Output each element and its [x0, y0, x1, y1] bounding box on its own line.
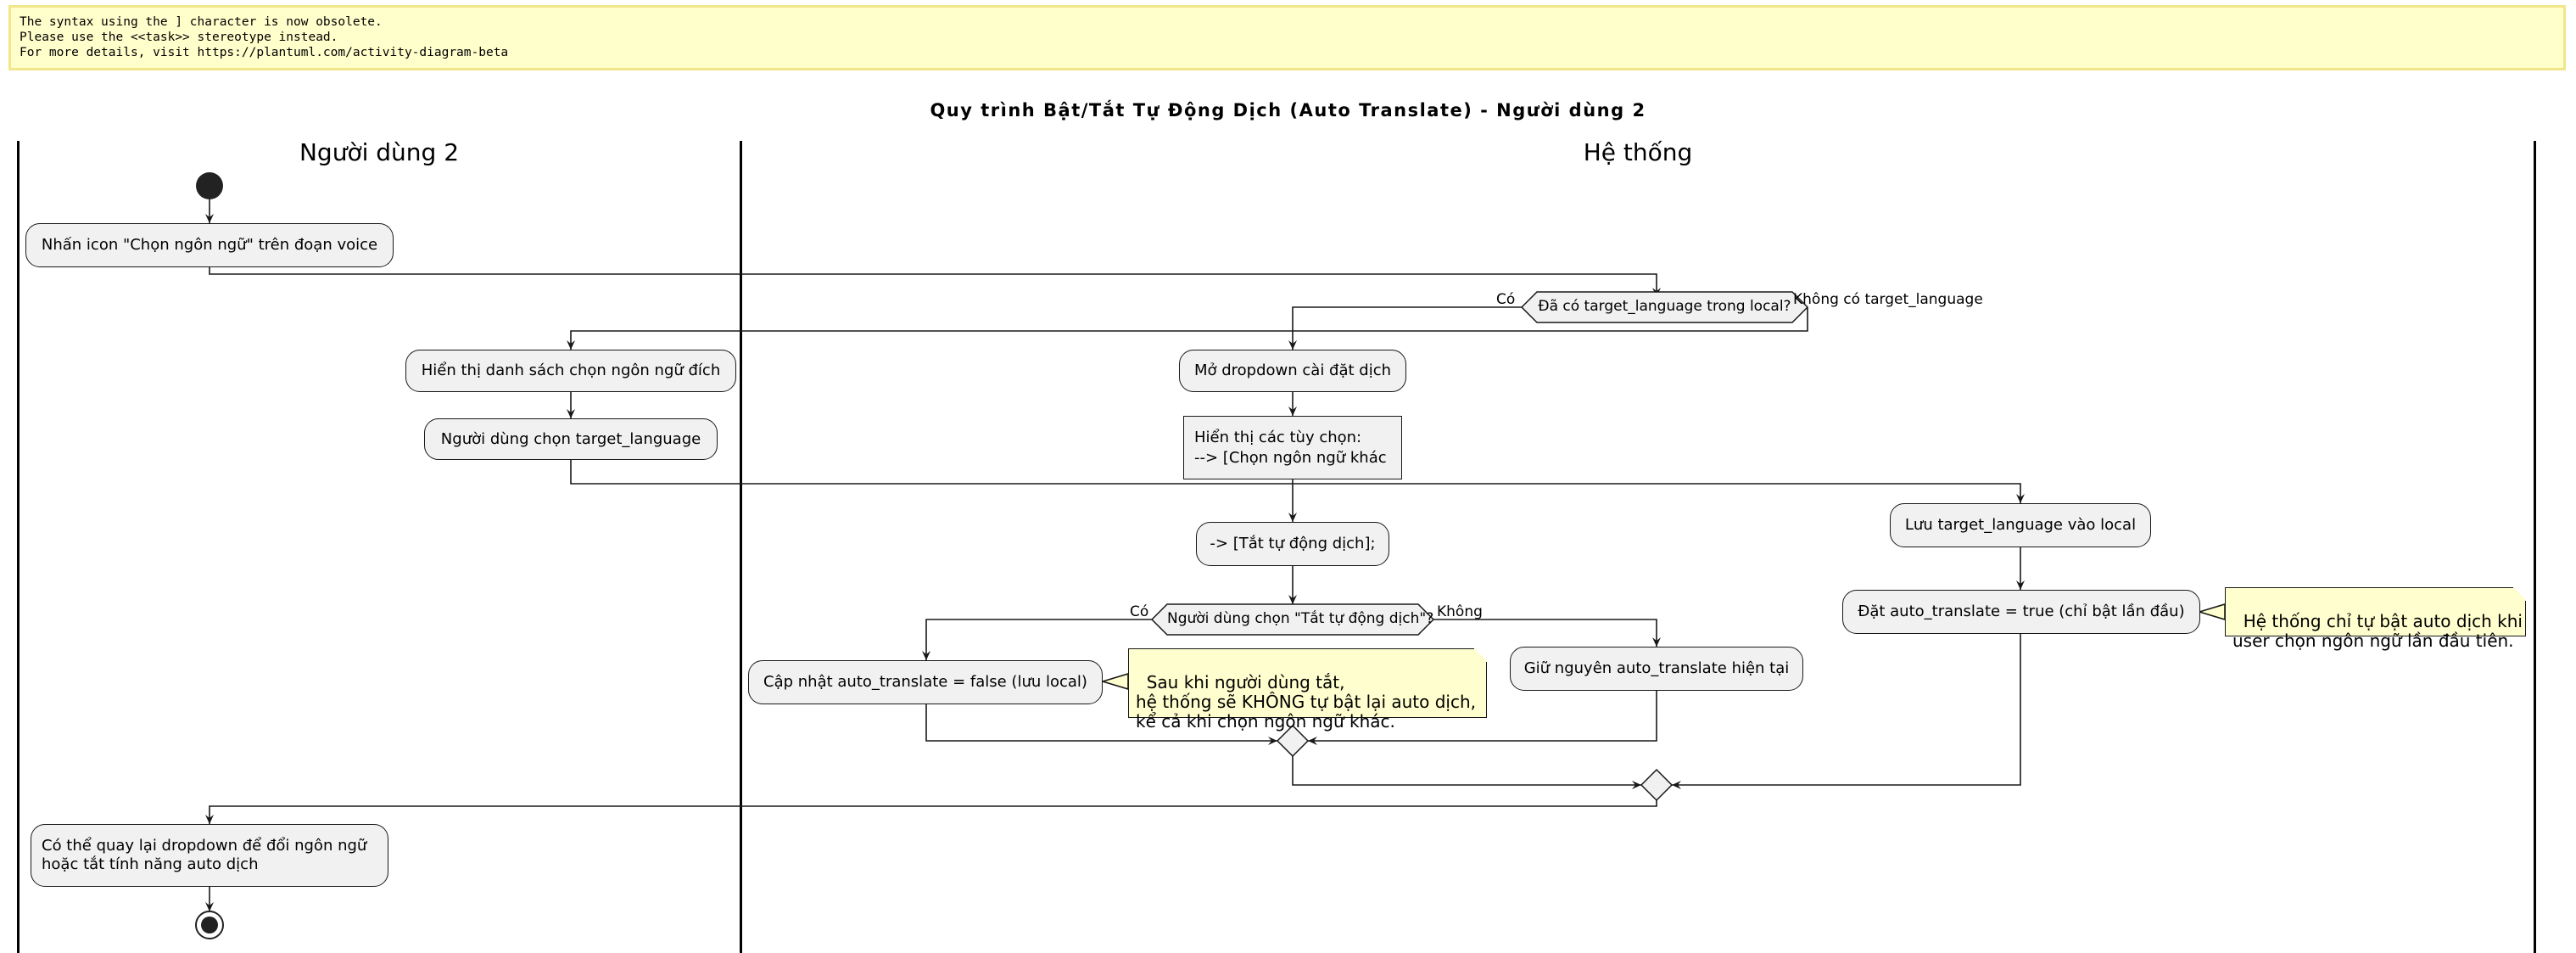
- warning-line: The syntax using the ] character is now …: [20, 15, 383, 29]
- warning-line: Please use the <<task>> stereotype inste…: [20, 31, 338, 44]
- note-connector: [2197, 603, 2226, 621]
- lane-title-user: Người dùng 2: [299, 138, 460, 166]
- activity-tap-icon: Nhấn icon "Chọn ngôn ngữ" trên đoạn voic…: [25, 223, 394, 267]
- branch-label-yes: Có: [1496, 291, 1516, 308]
- merge-diamond: [1276, 724, 1310, 758]
- decision-has-target: [1520, 291, 1809, 323]
- activity-keep: Giữ nguyên auto_translate hiện tại: [1510, 647, 1803, 691]
- branch-label-no: Không: [1437, 603, 1483, 620]
- branch-label-yes: Có: [1130, 603, 1149, 620]
- diagram-title: Quy trình Bật/Tắt Tự Động Dịch (Auto Tra…: [930, 100, 1646, 121]
- branch-label-no: Không có target_language: [1793, 291, 1983, 308]
- note-fold: [1473, 647, 1488, 662]
- note-fold: [2512, 586, 2527, 601]
- edge-decision2-yes: [922, 619, 1152, 660]
- activity-open-dropdown: Mở dropdown cài đặt dịch: [1179, 350, 1406, 392]
- activity-update-false: Cập nhật auto_translate = false (lưu loc…: [748, 660, 1103, 704]
- note-text: Sau khi người dùng tắt, hệ thống sẽ KHÔN…: [1136, 672, 1477, 732]
- activity-show-list: Hiển thị danh sách chọn ngôn ngữ đích: [405, 350, 736, 392]
- edge-decision1-no: [567, 307, 1808, 350]
- merge-diamond: [1640, 768, 1674, 802]
- edge-keep-merge1: [1308, 691, 1657, 745]
- decision-question: Đã có target_language trong local?: [1538, 298, 1791, 315]
- decision-turn-off: [1150, 603, 1435, 636]
- end-node: [195, 911, 224, 939]
- edge-decision2-no: [1433, 619, 1661, 647]
- edge-merge1-merge2: [1292, 756, 1641, 789]
- lane-title-system: Hệ thống: [1583, 138, 1693, 166]
- warning-line: For more details, visit https://plantuml…: [20, 46, 509, 59]
- note-text: Hệ thống chỉ tự bật auto dịch khi user c…: [2232, 611, 2523, 651]
- activity-show-options: Hiển thị các tùy chọn: --> [Chọn ngôn ng…: [1183, 416, 1402, 479]
- activity-go-back: Có thể quay lại dropdown để đổi ngôn ngữ…: [31, 824, 388, 887]
- edge-update-merge1: [925, 704, 1277, 745]
- lane-separator: [17, 141, 20, 953]
- note-connector: [1100, 672, 1129, 691]
- activity-set-auto: Đặt auto_translate = true (chỉ bật lần đ…: [1842, 590, 2200, 634]
- edge-choose-save: [570, 460, 2025, 503]
- start-node: [196, 172, 223, 199]
- activity-turn-off: -> [Tắt tự động dịch];: [1196, 522, 1389, 566]
- edge-merge2-goback: [205, 800, 1657, 824]
- edge-setauto-merge2: [1672, 634, 2021, 789]
- edge-decision1-yes: [1288, 306, 1522, 350]
- edge-to-decision1: [209, 267, 1661, 297]
- decision-question: Người dùng chọn "Tắt tự động dịch"?: [1167, 610, 1434, 627]
- activity-user-choose: Người dùng chọn target_language: [424, 418, 718, 460]
- activity-save-local: Lưu target_language vào local: [1890, 503, 2151, 547]
- lane-separator: [740, 141, 742, 953]
- lane-separator: [2534, 141, 2536, 953]
- note-auto-first: Hệ thống chỉ tự bật auto dịch khi user c…: [2225, 586, 2527, 651]
- warning-banner: The syntax using the ] character is now …: [8, 5, 2566, 70]
- note-after-off: Sau khi người dùng tắt, hệ thống sẽ KHÔN…: [1128, 647, 1488, 732]
